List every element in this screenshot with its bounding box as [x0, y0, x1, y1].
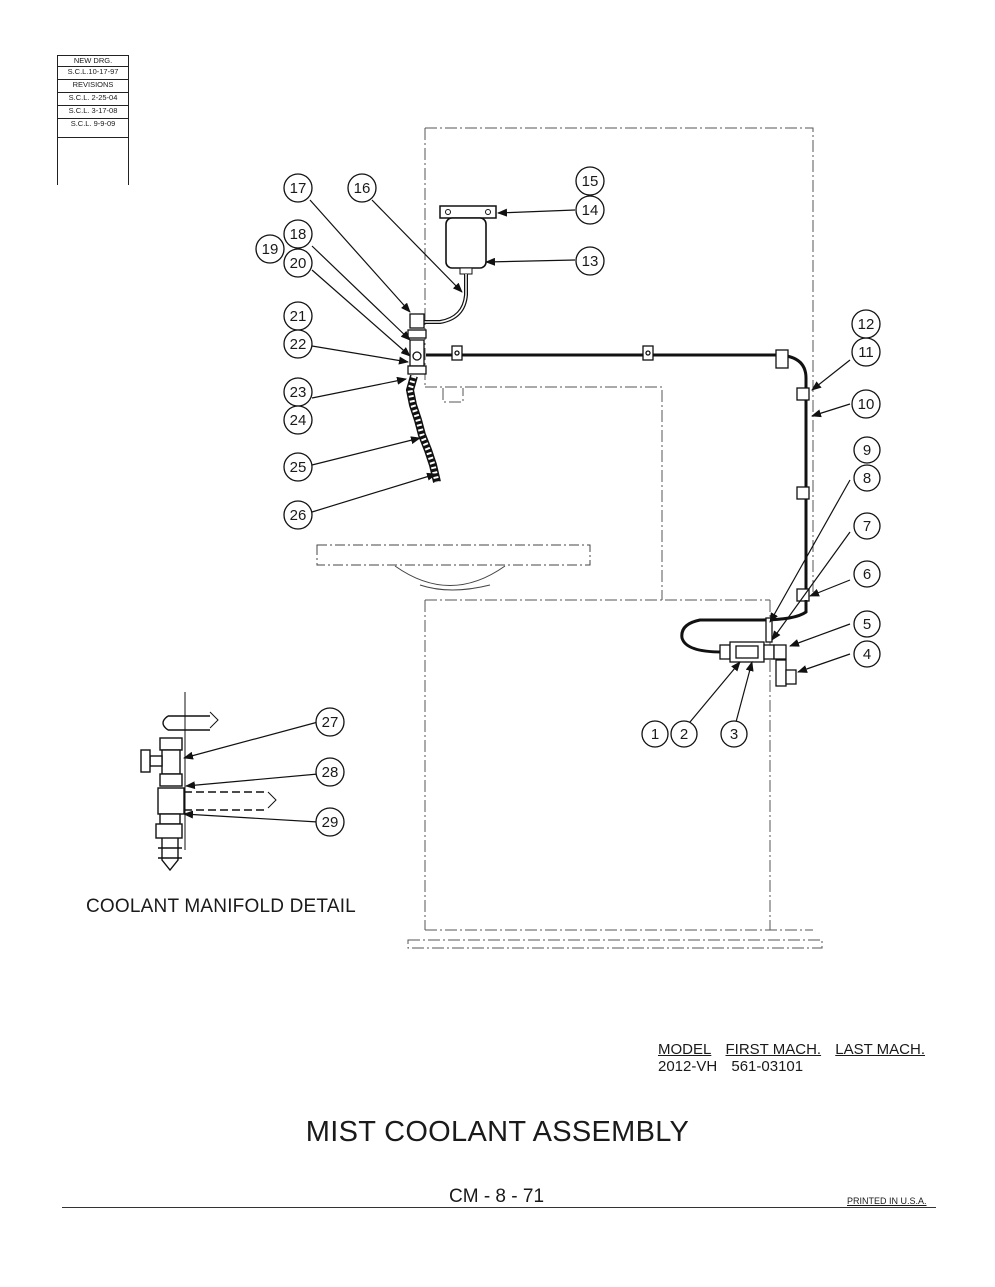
callout-22: 22 — [283, 329, 313, 359]
flexible-nozzle — [405, 374, 441, 483]
svg-text:4: 4 — [863, 646, 871, 663]
callout-20: 20 — [283, 248, 313, 278]
revision-row-blank — [58, 137, 128, 151]
callout-23: 23 — [283, 377, 313, 407]
svg-text:23: 23 — [290, 384, 307, 401]
coolant-manifold — [407, 313, 427, 375]
callout-26: 26 — [283, 500, 313, 530]
callout-7: 7 — [853, 512, 881, 540]
page-title: MIST COOLANT ASSEMBLY — [305, 1116, 690, 1148]
svg-text:26: 26 — [290, 507, 307, 524]
model-table-header: MODEL FIRST MACH. LAST MACH. — [658, 1041, 935, 1058]
revision-row: REVISIONS — [58, 79, 128, 90]
svg-text:13: 13 — [582, 253, 599, 270]
revision-row: S.C.L. 2-25-04 — [58, 92, 128, 103]
callout-1: 1 — [641, 720, 669, 748]
svg-text:19: 19 — [262, 241, 279, 258]
callout-29: 29 — [315, 807, 345, 837]
printed-note: PRINTED IN U.S.A. — [847, 1196, 927, 1206]
svg-text:1: 1 — [651, 726, 659, 743]
callout-21: 21 — [283, 301, 313, 331]
model-header: MODEL — [658, 1041, 712, 1058]
revision-row: NEW DRG. — [58, 55, 128, 66]
svg-text:9: 9 — [863, 442, 871, 459]
svg-text:6: 6 — [863, 566, 871, 583]
footer-rule — [62, 1207, 936, 1208]
callout-bubbles: 1 2 3 4 5 6 7 8 9 10 11 12 13 14 15 16 1… — [255, 166, 881, 837]
svg-text:8: 8 — [863, 470, 871, 487]
callout-28: 28 — [315, 757, 345, 787]
callout-5: 5 — [853, 610, 881, 638]
svg-text:24: 24 — [290, 412, 307, 429]
svg-text:18: 18 — [290, 226, 307, 243]
manifold-detail — [140, 692, 277, 872]
svg-text:2: 2 — [680, 726, 688, 743]
callout-15: 15 — [575, 166, 605, 196]
lower-coolant-line — [680, 600, 808, 654]
coolant-line — [426, 353, 808, 598]
callout-19: 19 — [255, 234, 285, 264]
callout-9: 9 — [853, 436, 881, 464]
model-table: MODEL FIRST MACH. LAST MACH. 2012-VH 561… — [658, 1041, 935, 1075]
svg-text:10: 10 — [858, 396, 875, 413]
filter-assembly — [719, 617, 797, 687]
leader-lines — [183, 199, 851, 823]
callout-8: 8 — [853, 464, 881, 492]
page-number: CM - 8 - 71 — [449, 1186, 545, 1207]
svg-text:22: 22 — [290, 336, 307, 353]
svg-text:11: 11 — [858, 344, 874, 361]
callout-11: 11 — [851, 337, 881, 367]
revision-row: S.C.L. 3-17-08 — [58, 105, 128, 116]
svg-text:27: 27 — [322, 714, 339, 731]
callout-12: 12 — [851, 309, 881, 339]
callout-4: 4 — [853, 640, 881, 668]
callout-13: 13 — [575, 246, 605, 276]
callout-24: 24 — [283, 405, 313, 435]
svg-text:5: 5 — [863, 616, 871, 633]
svg-text:29: 29 — [322, 814, 339, 831]
worktable — [316, 544, 591, 591]
svg-text:28: 28 — [322, 764, 339, 781]
model-table-row: 2012-VH 561-03101 — [658, 1058, 935, 1075]
callout-27: 27 — [315, 707, 345, 737]
svg-text:7: 7 — [863, 518, 871, 535]
callout-6: 6 — [853, 560, 881, 588]
svg-text:25: 25 — [290, 459, 307, 476]
first-mach-header: FIRST MACH. — [725, 1041, 822, 1058]
callout-10: 10 — [851, 389, 881, 419]
svg-text:20: 20 — [290, 255, 307, 272]
line-clamps — [451, 345, 810, 602]
revision-row: S.C.L. 9-9-09 — [58, 118, 128, 129]
callout-2: 2 — [670, 720, 698, 748]
coolant-tank — [439, 205, 497, 275]
svg-text:21: 21 — [290, 308, 307, 325]
callout-3: 3 — [720, 720, 748, 748]
callout-25: 25 — [283, 452, 313, 482]
svg-text:3: 3 — [730, 726, 738, 743]
last-mach-header: LAST MACH. — [835, 1041, 925, 1058]
detail-title: COOLANT MANIFOLD DETAIL — [86, 896, 356, 917]
callout-18: 18 — [283, 219, 313, 249]
callout-16: 16 — [347, 173, 377, 203]
svg-text:17: 17 — [290, 180, 307, 197]
svg-text:15: 15 — [582, 173, 599, 190]
revision-block: NEW DRG. S.C.L.10-17-97 REVISIONS S.C.L.… — [57, 55, 129, 185]
first-mach-value: 561-03101 — [731, 1058, 804, 1075]
callout-17: 17 — [283, 173, 313, 203]
revision-row: S.C.L.10-17-97 — [58, 66, 128, 77]
callout-14: 14 — [575, 195, 605, 225]
model-value: 2012-VH — [658, 1058, 718, 1075]
svg-text:14: 14 — [582, 202, 599, 219]
svg-text:12: 12 — [858, 316, 875, 333]
svg-text:16: 16 — [354, 180, 371, 197]
